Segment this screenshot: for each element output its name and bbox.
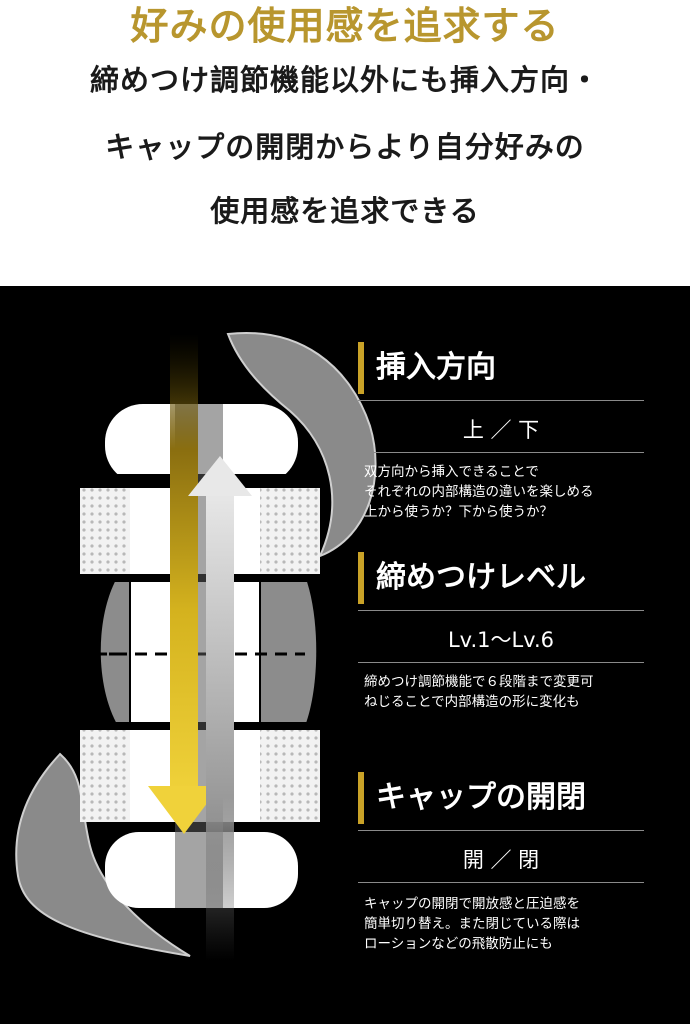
section-title: 挿入方向 bbox=[376, 350, 496, 385]
section-title: キャップの開閉 bbox=[376, 780, 586, 815]
section-description: 締めつけ調節機能で６段階まで変更可 ねじることで内部構造の形に変化も bbox=[364, 672, 664, 712]
intro-line-3: 使用感を追求できる bbox=[210, 194, 480, 228]
insert-up-arrow-shaft bbox=[206, 491, 234, 961]
section-value: Lv.1～Lv.6 bbox=[447, 628, 555, 652]
insert-down-arrow-shaft bbox=[170, 334, 198, 794]
description-line: 上から使うか？下から使うか？ bbox=[364, 504, 553, 520]
section-title: 締めつけレベル bbox=[376, 560, 586, 595]
bottom-cap-shape bbox=[15, 752, 191, 957]
section-divider bbox=[358, 452, 644, 453]
section-value: 開 ／ 閉 bbox=[462, 848, 540, 872]
intro-panel: 好みの使用感を追求する 締めつけ調節機能以外にも挿入方向・ キャップの開閉からよ… bbox=[0, 0, 690, 286]
description-line: ローションなどの飛散防止にも bbox=[364, 936, 553, 952]
section-cap-open-close: キャップの開閉 開 ／ 閉 キャップの開閉で開放感と圧迫感を 簡単切り替え。また… bbox=[358, 772, 644, 962]
section-accent-bar bbox=[358, 772, 364, 824]
description-line: ねじることで内部構造の形に変化も bbox=[364, 694, 580, 710]
insert-up-arrow-head bbox=[188, 456, 252, 496]
product-illustration bbox=[15, 332, 377, 961]
section-description: キャップの開閉で開放感と圧迫感を 簡単切り替え。また閉じている際は ローションな… bbox=[364, 894, 664, 954]
feature-panel: 挿入方向 上 ／ 下 双方向から挿入できることで それぞれの内部構造の違いを楽し… bbox=[0, 286, 690, 1024]
description-line: 簡単切り替え。また閉じている際は bbox=[364, 916, 580, 932]
section-divider bbox=[358, 830, 644, 831]
intro-line-2: キャップの開閉からより自分好みの bbox=[105, 130, 585, 164]
section-insert-direction: 挿入方向 上 ／ 下 双方向から挿入できることで それぞれの内部構造の違いを楽し… bbox=[358, 342, 644, 522]
section-description: 双方向から挿入できることで それぞれの内部構造の違いを楽しめる 上から使うか？下… bbox=[364, 462, 664, 522]
section-divider bbox=[358, 882, 644, 883]
section-divider bbox=[358, 610, 644, 611]
section-accent-bar bbox=[358, 342, 364, 394]
section-tightness-level: 締めつけレベル Lv.1～Lv.6 締めつけ調節機能で６段階まで変更可 ねじるこ… bbox=[358, 552, 644, 722]
description-line: それぞれの内部構造の違いを楽しめる bbox=[364, 484, 594, 500]
description-line: 締めつけ調節機能で６段階まで変更可 bbox=[364, 674, 594, 690]
section-value: 上 ／ 下 bbox=[462, 418, 540, 442]
insert-down-arrow-head bbox=[148, 786, 220, 834]
top-cap-shape bbox=[226, 332, 377, 558]
description-line: キャップの開閉で開放感と圧迫感を bbox=[364, 896, 580, 912]
section-divider bbox=[358, 662, 644, 663]
intro-line-1: 締めつけ調節機能以外にも挿入方向・ bbox=[89, 63, 600, 97]
description-line: 双方向から挿入できることで bbox=[364, 464, 539, 480]
section-divider bbox=[358, 400, 644, 401]
section-accent-bar bbox=[358, 552, 364, 604]
headline: 好みの使用感を追求する bbox=[130, 4, 560, 48]
